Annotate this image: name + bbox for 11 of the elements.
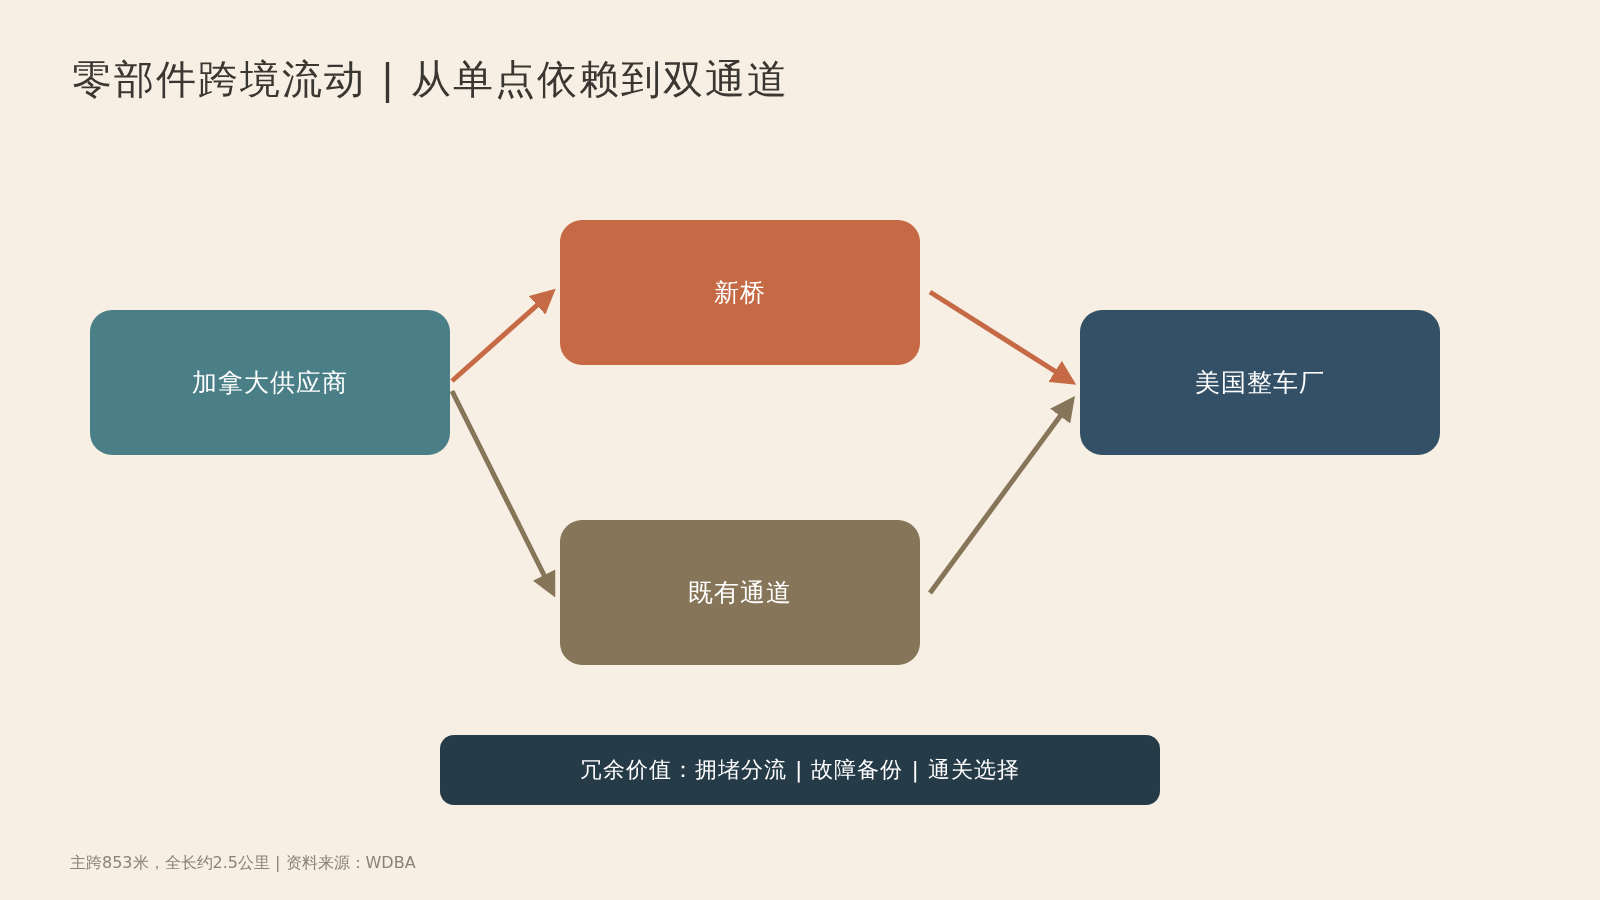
arrow (450, 288, 556, 383)
arrow (449, 389, 556, 598)
arrow (928, 395, 1075, 595)
arrow (928, 289, 1077, 385)
plant-box: 美国整车厂 (1080, 310, 1440, 455)
footnote: 主跨853米，全长约2.5公里 | 资料来源：WDBA (70, 853, 416, 874)
supplier-box: 加拿大供应商 (90, 310, 450, 455)
summary-banner: 冗余价值：拥堵分流 | 故障备份 | 通关选择 (440, 735, 1160, 805)
title: 零部件跨境流动 | 从单点依赖到双通道 (72, 55, 789, 105)
route-box: 新桥 (560, 220, 920, 365)
route-box: 既有通道 (560, 520, 920, 665)
